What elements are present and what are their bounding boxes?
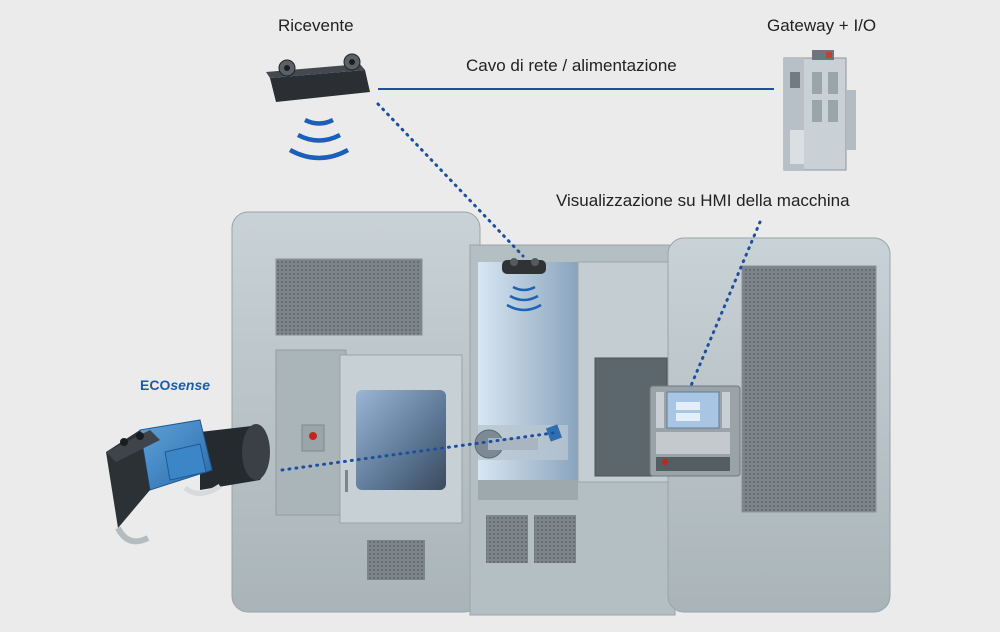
receiver-label: Ricevente xyxy=(278,16,354,35)
ecosense-sensor-icon xyxy=(106,419,270,545)
gateway-module-icon xyxy=(783,50,856,171)
hmi-label: Visualizzazione su HMI della macchina xyxy=(556,191,850,210)
hmi-panel xyxy=(649,385,741,477)
machine-right-cabinet xyxy=(667,237,891,613)
gateway-label: Gateway + I/O xyxy=(767,16,877,35)
receiver-link-dotted xyxy=(376,102,525,258)
brand-prefix: ECO xyxy=(140,377,171,393)
cable-label: Cavo di rete / alimentazione xyxy=(466,56,677,75)
machine-middle-section xyxy=(469,244,676,616)
brand-suffix: sense xyxy=(170,377,211,393)
ecosense-brand-label: ECOsense xyxy=(140,377,210,393)
hmi-link-dotted xyxy=(688,220,762,390)
machine-receiver-icon xyxy=(502,258,546,312)
receiver-device-icon xyxy=(266,53,370,102)
connection-lines xyxy=(280,88,774,472)
machine-left-cabinet xyxy=(231,211,481,613)
wireless-signal-icon xyxy=(288,117,350,161)
